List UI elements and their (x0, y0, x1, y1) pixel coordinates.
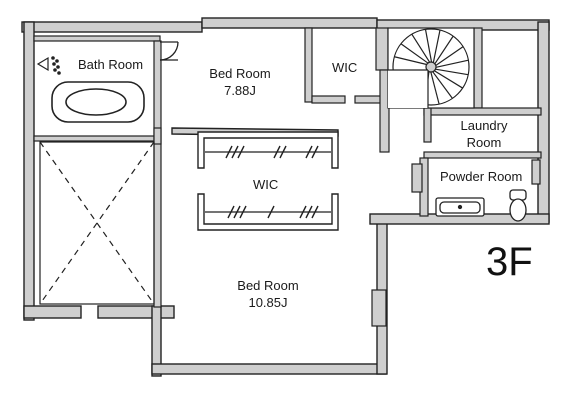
laundry-room-label: Laundry Room (452, 117, 516, 151)
stair-tread (434, 70, 463, 89)
wic-wardrobes (171, 127, 339, 231)
stair-tread (430, 71, 440, 105)
stair-tread (411, 33, 431, 63)
stair-tread (394, 56, 427, 66)
bed-room-upper-name: Bed Room (209, 66, 271, 81)
stair-tread (435, 59, 469, 68)
interior-walls (33, 27, 542, 327)
laundry-room-line2: Room (466, 135, 502, 150)
stair-tread (435, 46, 464, 66)
laundry-room-line1: Laundry (460, 118, 508, 133)
floor-number-label: 3F (486, 240, 533, 284)
powder-room-label: Powder Room (440, 169, 523, 184)
spiral-staircase (387, 27, 475, 109)
stair-tread (432, 29, 441, 63)
bed-room-lower-name: Bed Room (237, 278, 299, 293)
stair-tread (424, 29, 433, 63)
stair-tread (435, 68, 469, 76)
bathroom-door-swing (159, 41, 179, 61)
exterior-walls (21, 17, 550, 377)
sink-icon (435, 197, 485, 217)
shower-head-icon (36, 56, 61, 75)
stairwell-void (39, 141, 155, 305)
bathtub (51, 81, 145, 123)
toilet-icon (509, 189, 527, 222)
bed-room-upper-label: Bed Room 7.88J (198, 65, 282, 99)
wic-upper-label: WIC (332, 60, 358, 75)
wic-center-label: WIC (253, 177, 279, 192)
bath-room-label: Bath Room (78, 57, 144, 72)
stair-tread (400, 43, 429, 64)
bed-room-upper-area: 7.88J (224, 83, 256, 98)
bed-room-lower-area: 10.85J (248, 295, 288, 310)
stair-tread (434, 35, 454, 65)
bed-room-lower-label: Bed Room 10.85J (226, 277, 310, 311)
stair-tread (432, 71, 453, 99)
